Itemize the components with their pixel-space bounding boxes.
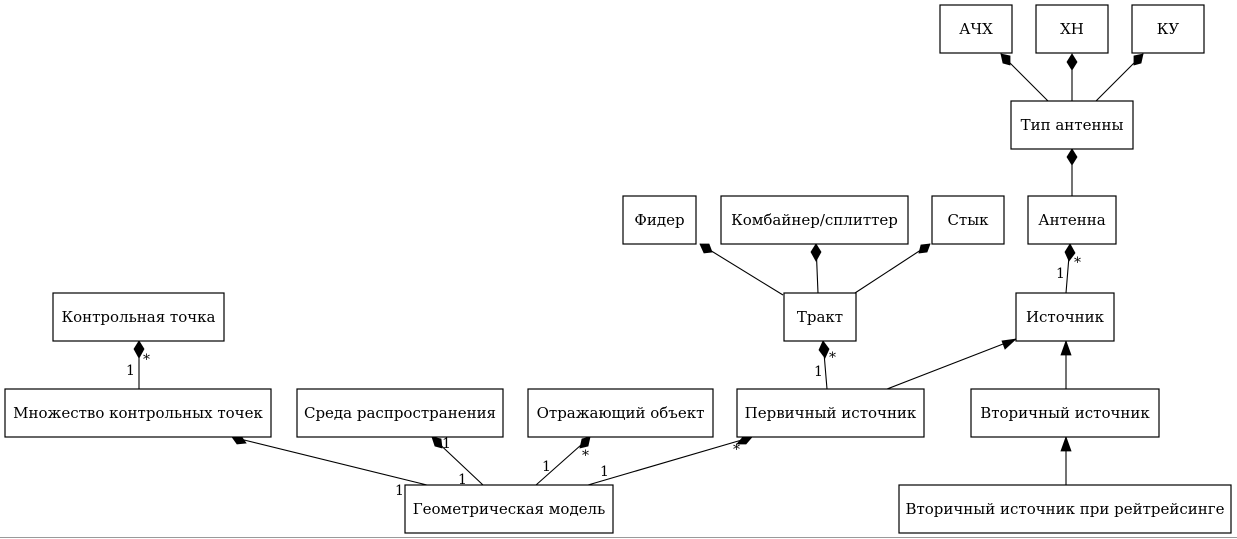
edge-tract-joint [854,243,931,294]
class-label: Тракт [797,308,843,326]
multiplicities: * 1 * 1 * 1 * 1 1 1 * 1 1 * [126,255,1081,499]
multiplicity-label: 1 [600,464,609,480]
inheritance-arrow-secondary [1060,339,1072,356]
multiplicity-label: 1 [458,472,467,488]
composition-diamond-xn [1066,53,1078,71]
multiplicity-label: 1 [1056,266,1065,282]
class-node-control-point: Контрольная точка [52,292,225,342]
class-node-antenna-type: Тип антенны [1010,100,1134,150]
nodes: АЧХ ХН КУ Тип антенны Фидер Комбайнер/сп… [4,4,1232,534]
composition-diamond-feeder [699,243,713,254]
multiplicity-label: * [143,352,150,368]
multiplicity-label: * [1074,255,1081,271]
class-label: КУ [1157,20,1180,38]
edge-tract-feeder [699,243,784,296]
multiplicity-label: 1 [814,364,823,380]
class-label: Множество контрольных точек [13,404,263,422]
composition-diamond-tract [818,340,830,359]
class-node-control-point-set: Множество контрольных точек [4,388,272,438]
edges [133,53,1144,486]
class-node-geometric-model: Геометрическая модель [404,484,614,534]
class-node-achx: АЧХ [939,4,1013,54]
class-label: Комбайнер/сплиттер [731,211,898,229]
class-node-secondary-source: Вторичный источник [970,388,1160,438]
multiplicity-label: 1 [442,436,451,452]
edge-geom-primary [587,436,753,486]
composition-diamond-medium [431,436,443,449]
composition-diamond-antenna [1064,243,1076,262]
edge-primary-source-inherit [886,338,1017,390]
multiplicity-label: * [582,448,589,464]
class-node-primary-source: Первичный источник [736,388,925,438]
class-label: Отражающий объект [537,404,705,422]
multiplicity-label: * [733,442,740,458]
class-label: Антенна [1038,211,1106,229]
composition-diamond-ku [1133,53,1144,66]
composition-diamond-joint [918,243,931,254]
multiplicity-label: 1 [542,459,551,475]
class-label: Вторичный источник [980,404,1150,422]
class-node-antenna: Антенна [1027,195,1117,245]
composition-diamond-achx [1000,53,1011,66]
class-label: Источник [1026,308,1105,326]
composition-diamond-reflecting [579,436,591,449]
class-label: АЧХ [959,20,993,38]
class-node-feeder: Фидер [622,195,697,245]
class-label: Тип антенны [1021,116,1124,134]
class-node-joint: Стык [931,195,1005,245]
class-label: Контрольная точка [62,308,216,326]
class-label: Вторичный источник при рейтрейсинге [905,500,1224,518]
class-node-raytracing-secondary-source: Вторичный источник при рейтрейсинге [898,484,1232,534]
inheritance-arrow-raytracing [1060,435,1072,452]
class-label: Первичный источник [745,404,917,422]
class-label: Среда распространения [304,404,496,422]
multiplicity-label: * [829,350,836,366]
multiplicity-label: 1 [126,363,135,379]
class-node-reflecting-object: Отражающий объект [527,388,714,438]
inheritance-arrow-primary [1001,338,1018,350]
class-node-propagation-medium: Среда распространения [296,388,504,438]
class-label: Фидер [634,211,684,229]
class-node-source: Источник [1015,292,1115,342]
edge-geom-cp-set [231,436,428,486]
class-node-tract: Тракт [783,292,857,342]
page-bottom-divider [0,537,1237,538]
class-node-ku: КУ [1131,4,1205,54]
class-node-combiner: Комбайнер/сплиттер [720,195,909,245]
composition-diamond-antenna-type [1066,148,1078,166]
multiplicity-label: 1 [395,483,404,499]
class-label: Стык [947,211,989,229]
class-node-xn: ХН [1035,4,1109,54]
class-label: Геометрическая модель [413,500,606,518]
class-label: ХН [1060,20,1084,38]
composition-diamond-combiner [810,243,822,262]
composition-diamond-control-point [133,340,145,359]
